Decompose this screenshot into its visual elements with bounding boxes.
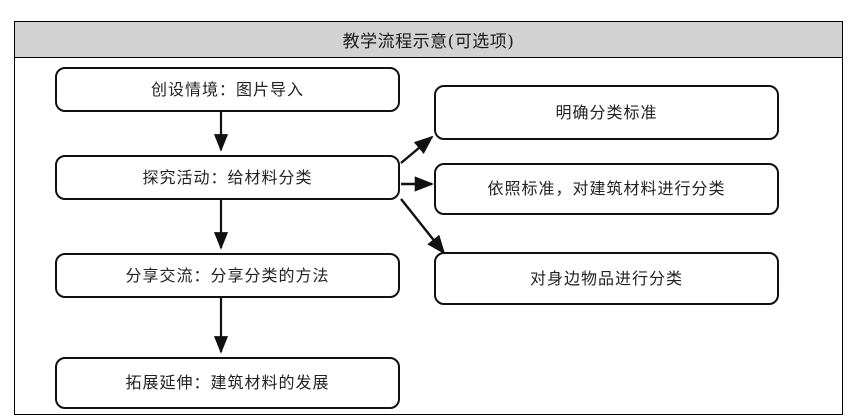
flow-node-label: 依照标准，对建筑材料进行分类 [487,179,726,199]
flow-node-step-3[interactable]: 分享交流：分享分类的方法 [55,253,400,298]
flow-node-label: 探究活动：给材料分类 [142,167,313,187]
flow-node-branch-1[interactable]: 明确分类标准 [434,85,779,140]
flow-node-step-1[interactable]: 创设情境：图片导入 [55,67,400,112]
figure-title-bar: 教学流程示意(可选项) [15,22,842,58]
flow-node-label: 对身边物品进行分类 [529,268,683,288]
flow-node-branch-3[interactable]: 对身边物品进行分类 [434,252,779,305]
figure-title: 教学流程示意(可选项) [342,32,515,52]
flow-node-label: 分享交流：分享分类的方法 [125,265,330,285]
flow-node-label: 创设情境：图片导入 [150,79,304,99]
flow-node-branch-2[interactable]: 依照标准，对建筑材料进行分类 [434,163,779,215]
flow-node-label: 拓展延伸：建筑材料的发展 [125,373,330,393]
flow-node-label: 明确分类标准 [555,102,658,122]
flow-node-step-2[interactable]: 探究活动：给材料分类 [55,155,400,200]
flow-node-step-4[interactable]: 拓展延伸：建筑材料的发展 [55,357,400,409]
